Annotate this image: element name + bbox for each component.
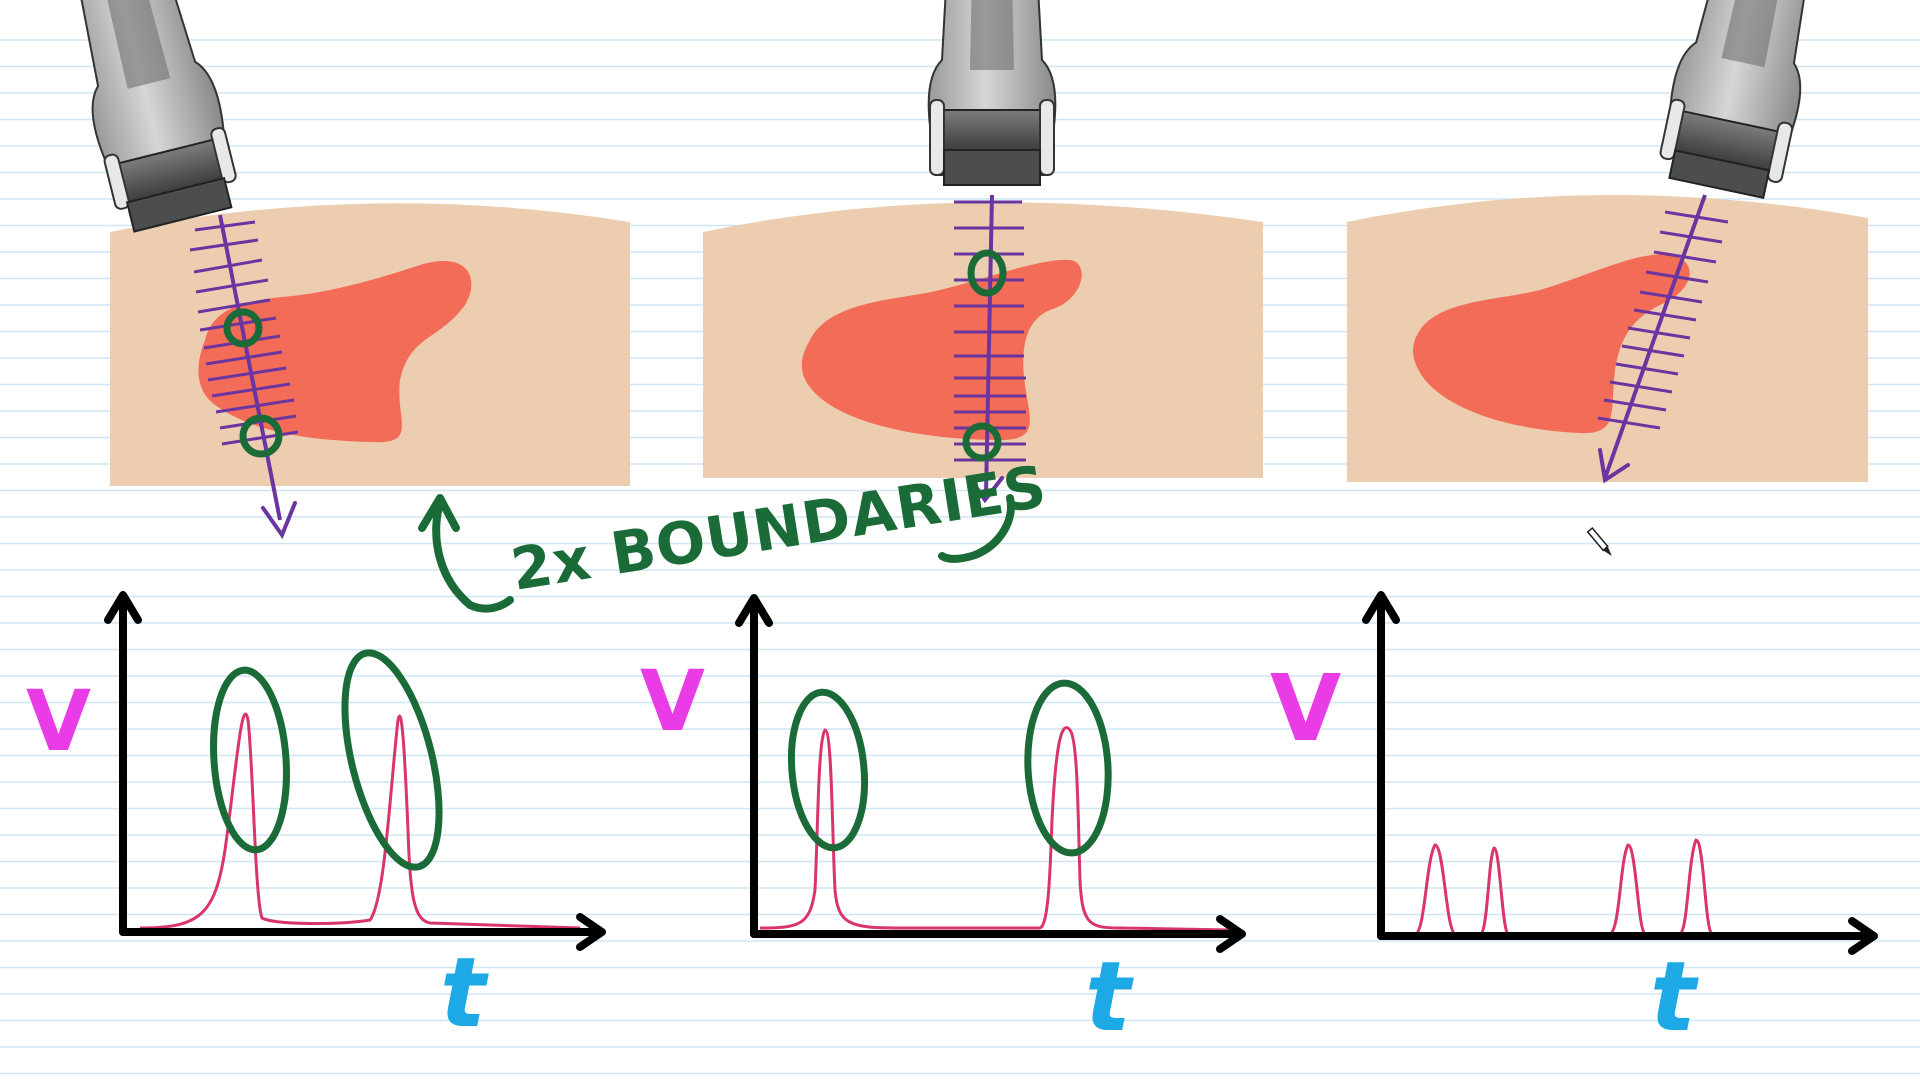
annotation-right-bracket [938, 494, 1015, 563]
ultrasound-probe-icon [927, 0, 1057, 186]
beam-arrowhead-3 [1598, 448, 1630, 484]
beam-ticks-2 [954, 200, 1026, 462]
graph-2-signal [759, 726, 1231, 932]
pen-cursor-icon [1586, 527, 1612, 557]
graph-3-y-arrowhead [1362, 591, 1400, 624]
beam-line-3 [1603, 194, 1707, 479]
graph-1: V t [26, 591, 606, 1049]
ultrasound-probe-icon [79, 0, 237, 233]
panel-2-tissue [703, 202, 1263, 478]
panel-2-beam [954, 194, 1026, 504]
graph-1-y-arrowhead [104, 591, 142, 624]
boundary-marker-2a [967, 249, 1007, 297]
boundary-marker-1a [223, 308, 263, 348]
graph-2: V t [640, 594, 1246, 1053]
organ-1 [198, 260, 472, 443]
graph-2-x-arrowhead [1216, 915, 1246, 953]
annotation-left-arrowhead [418, 494, 460, 532]
boundary-marker-1b [239, 414, 283, 458]
organ-3 [1413, 254, 1690, 434]
graph-3-y-label: V [1270, 655, 1341, 762]
graph-1-x-label: t [440, 937, 489, 1049]
ultrasound-probe-icon [1659, 0, 1809, 199]
panel-3-tissue [1347, 194, 1868, 482]
panel-1-beam [189, 214, 299, 540]
beam-arrowhead-2 [968, 476, 1004, 504]
beam-arrowhead-1 [261, 501, 297, 540]
beam-ticks-3 [1597, 210, 1729, 430]
graph-2-y-label: V [640, 652, 705, 750]
graph-1-y-label: V [26, 672, 91, 770]
graph-2-y-arrowhead [735, 594, 773, 627]
boundary-marker-2b [962, 422, 1002, 462]
graph-2-peak-circle-b [1024, 679, 1112, 857]
graph-1-peak-circle-b [341, 649, 443, 871]
graph-3-x-arrowhead [1848, 917, 1878, 955]
panel-1-tissue [110, 203, 630, 486]
graph-1-peak-circle-a [210, 666, 290, 854]
graph-3: V t [1270, 591, 1878, 1053]
graph-1-signal [139, 712, 581, 930]
graph-3-x-label: t [1650, 941, 1699, 1053]
panel-3-beam [1597, 194, 1729, 484]
beam-ticks-1 [189, 220, 299, 446]
graph-1-x-arrowhead [576, 913, 606, 951]
graph-2-peak-circle-a [787, 688, 869, 852]
annotation-left-bracket [432, 498, 514, 613]
graph-2-x-label: t [1085, 941, 1134, 1053]
